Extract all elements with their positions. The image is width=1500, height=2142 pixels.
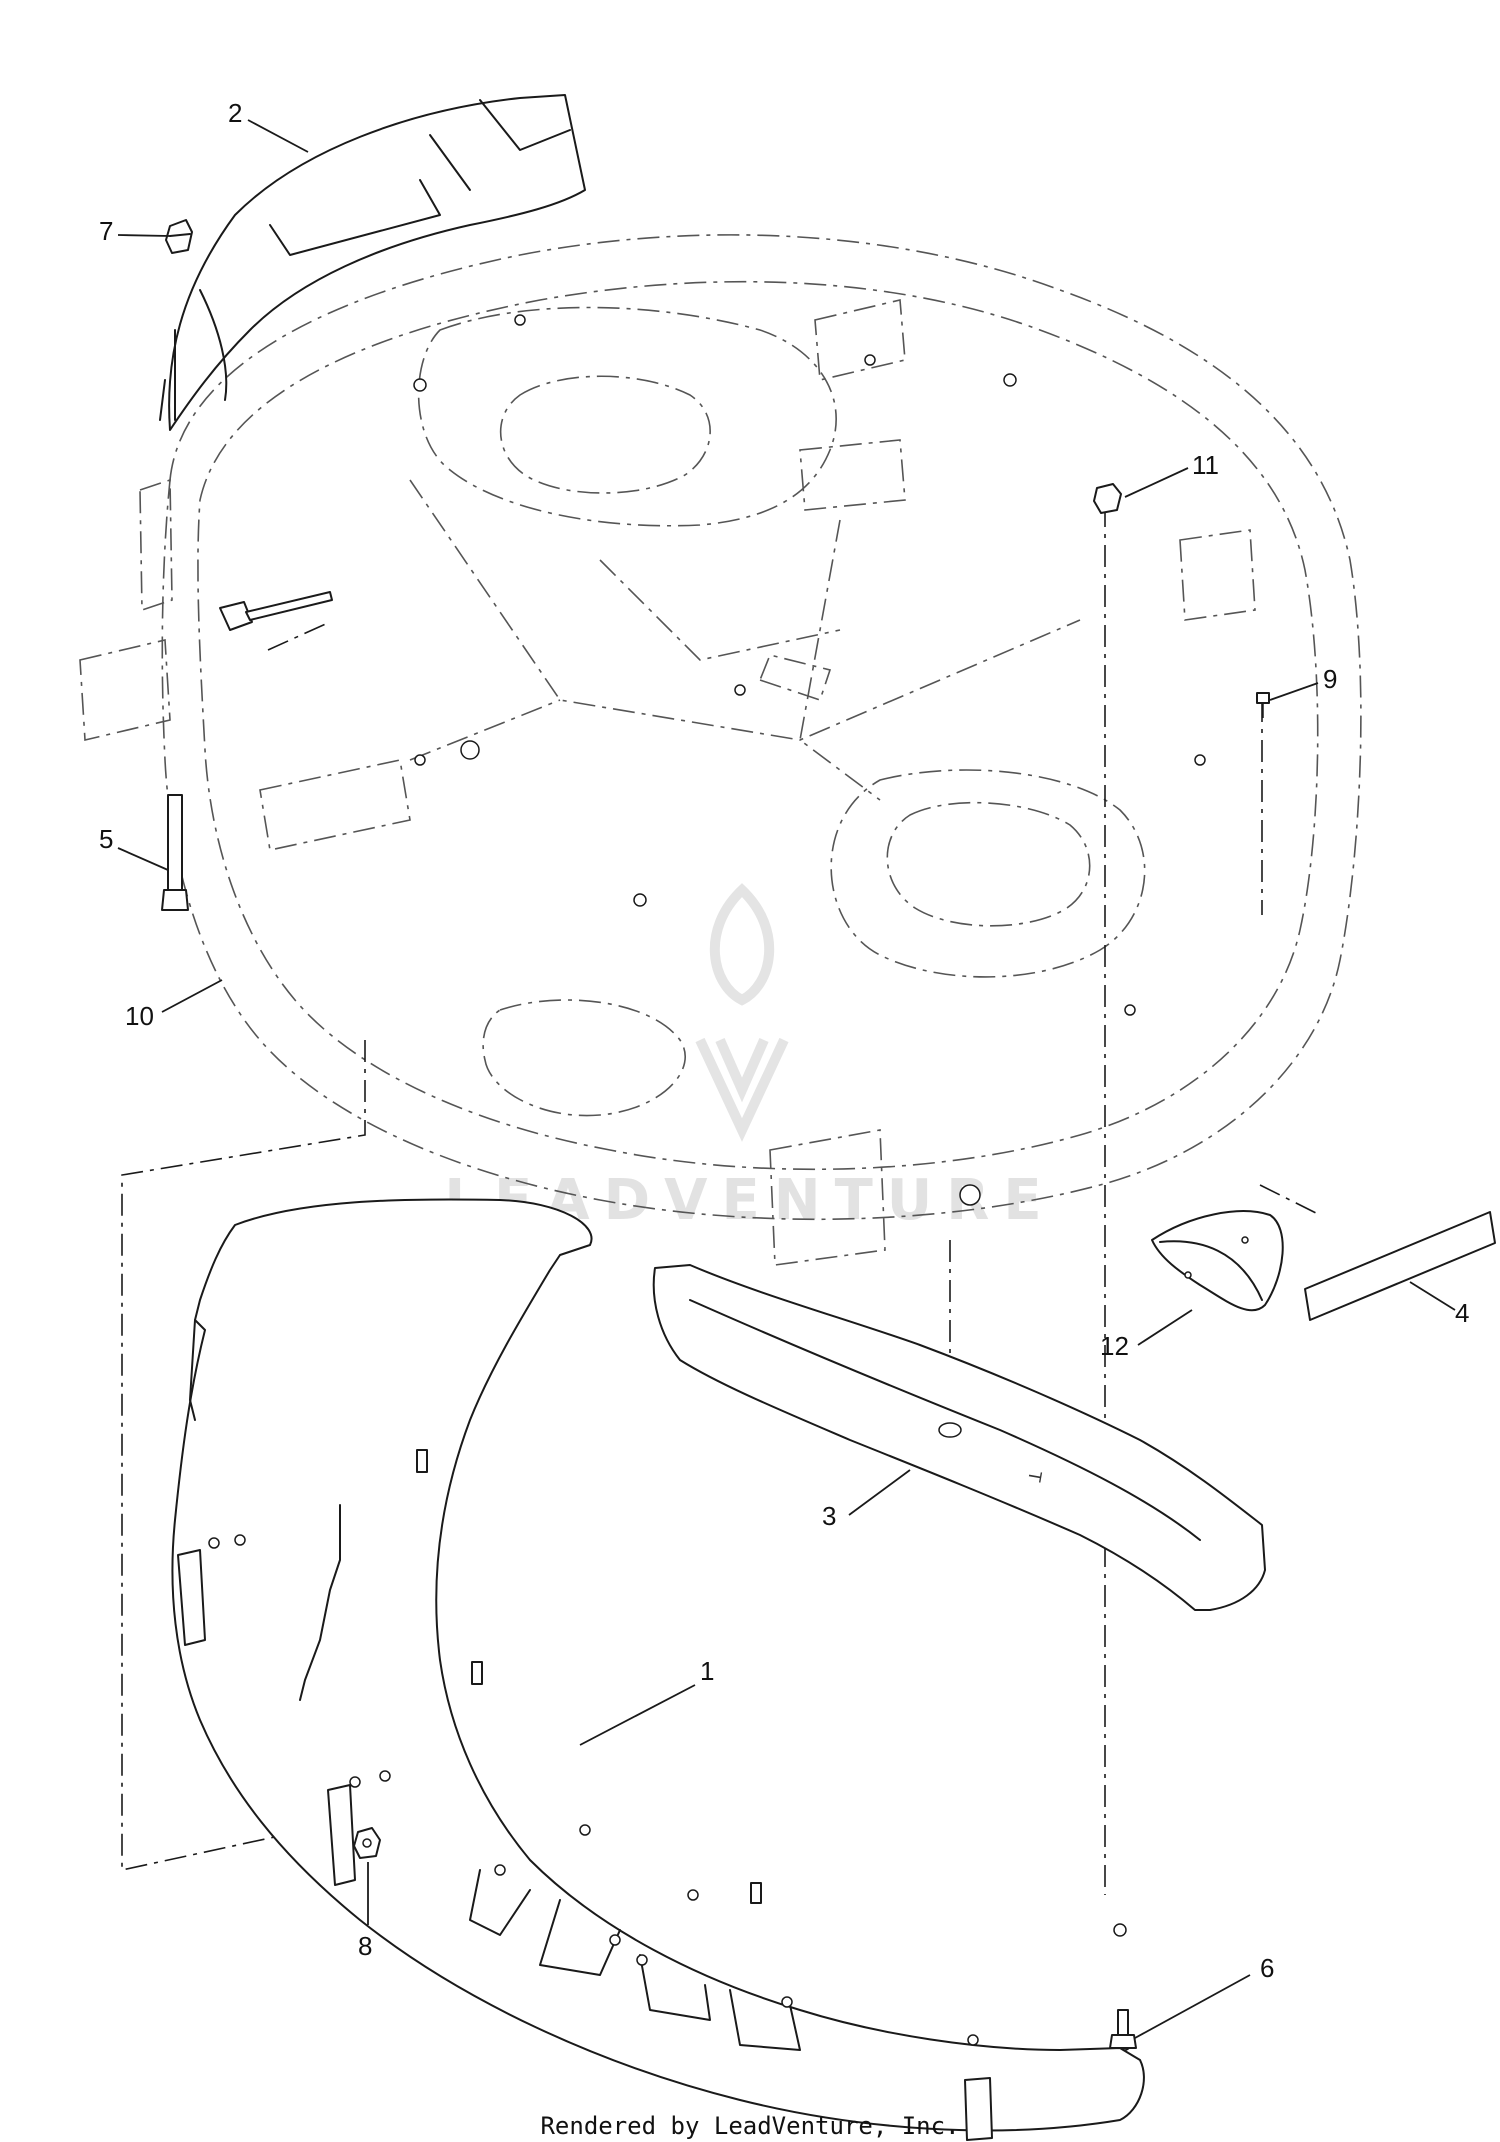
callout-3: 3 xyxy=(822,1501,836,1531)
callout-11: 11 xyxy=(1192,450,1219,480)
callout-9: 9 xyxy=(1323,664,1337,694)
callout-12: 12 xyxy=(1100,1331,1129,1361)
screw-9 xyxy=(1256,692,1270,718)
nut-8 xyxy=(353,1827,381,1859)
callout-5: 5 xyxy=(99,824,113,854)
screw-6 xyxy=(1109,2009,1137,2049)
nut-7 xyxy=(165,219,193,254)
callout-4: 4 xyxy=(1455,1298,1469,1328)
deck-housing xyxy=(79,234,1362,1266)
strip-4 xyxy=(1304,1211,1496,1321)
discharge-chute xyxy=(159,94,586,431)
deflector-12 xyxy=(1151,1210,1284,1312)
blade-3: T xyxy=(652,1264,1266,1611)
nut-11 xyxy=(1093,483,1122,514)
blade-mark: T xyxy=(1024,1469,1046,1483)
bolt-5 xyxy=(161,794,189,911)
callout-1: 1 xyxy=(700,1656,714,1686)
callout-2: 2 xyxy=(228,98,242,128)
baffle-1 xyxy=(171,1198,1145,2141)
bolt-10 xyxy=(219,591,333,631)
footer-credit: Rendered by LeadVenture, Inc. xyxy=(540,2112,960,2140)
callout-7: 7 xyxy=(99,216,113,246)
callout-10: 10 xyxy=(125,1001,154,1031)
watermark-logo-icon xyxy=(695,883,789,1142)
callout-6: 6 xyxy=(1260,1953,1274,1983)
leader-lines xyxy=(117,119,1456,2039)
callout-8: 8 xyxy=(358,1931,372,1961)
callout-labels: 1 2 3 4 5 6 7 8 9 10 11 12 xyxy=(99,98,1469,1983)
